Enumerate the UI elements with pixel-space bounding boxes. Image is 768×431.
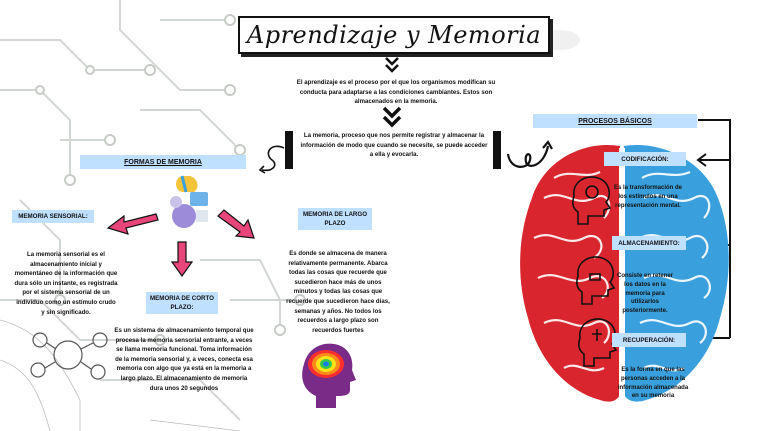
left-bar	[285, 131, 293, 169]
memory-definition: La memoria, proceso que nos permite regi…	[300, 132, 488, 159]
chevron-down-icon	[382, 106, 402, 128]
recuperacion-label: RECUPERACIÓN:	[612, 333, 686, 347]
intro-text: El aprendizaje es el proceso por el que …	[296, 79, 496, 106]
formas-heading: FORMAS DE MEMORIA	[80, 155, 246, 169]
sensorial-text: La memoria sensorial es el almacenamient…	[14, 251, 118, 316]
almacenamiento-text: Consiste en retener los datos en la memo…	[616, 273, 674, 315]
arrow-right-down-icon	[217, 209, 255, 239]
page-title: Aprendizaje y Memoria	[246, 21, 542, 49]
recuperacion-text: Es la forma en que las personas acceden …	[617, 367, 689, 400]
arrow-down-icon	[170, 241, 194, 278]
corto-plazo-label: MEMORIA DE CORTO PLAZO:	[146, 292, 218, 314]
people-network-icon	[30, 332, 108, 380]
sensorial-label: MEMORIA SENSORIAL:	[12, 210, 94, 223]
largo-plazo-label: MEMORIA DE LARGO PLAZO	[298, 208, 372, 230]
curl-arrow-icon	[506, 140, 553, 168]
chevron-down-icon	[385, 57, 399, 73]
corto-plazo-text: Es un sistema de almacenamiento temporal…	[114, 327, 254, 392]
procesos-heading: PROCESOS BÁSICOS	[533, 114, 697, 128]
network-icon	[0, 319, 241, 431]
almacenamiento-label: ALMACENAMIENTO:	[612, 236, 686, 250]
title-box: Aprendizaje y Memoria	[238, 16, 550, 54]
head-heatmap-icon	[302, 343, 356, 408]
largo-plazo-text: Es donde se almacena de manera relativam…	[286, 250, 390, 334]
curl-arrow-icon	[258, 145, 285, 174]
arrow-left-icon	[106, 213, 159, 235]
codificacion-text: Es la transformación de los estímulos en…	[613, 185, 683, 209]
right-bar	[493, 131, 501, 169]
codificacion-label: CODIFICACIÓN:	[604, 152, 686, 166]
brain-icon	[170, 175, 208, 228]
